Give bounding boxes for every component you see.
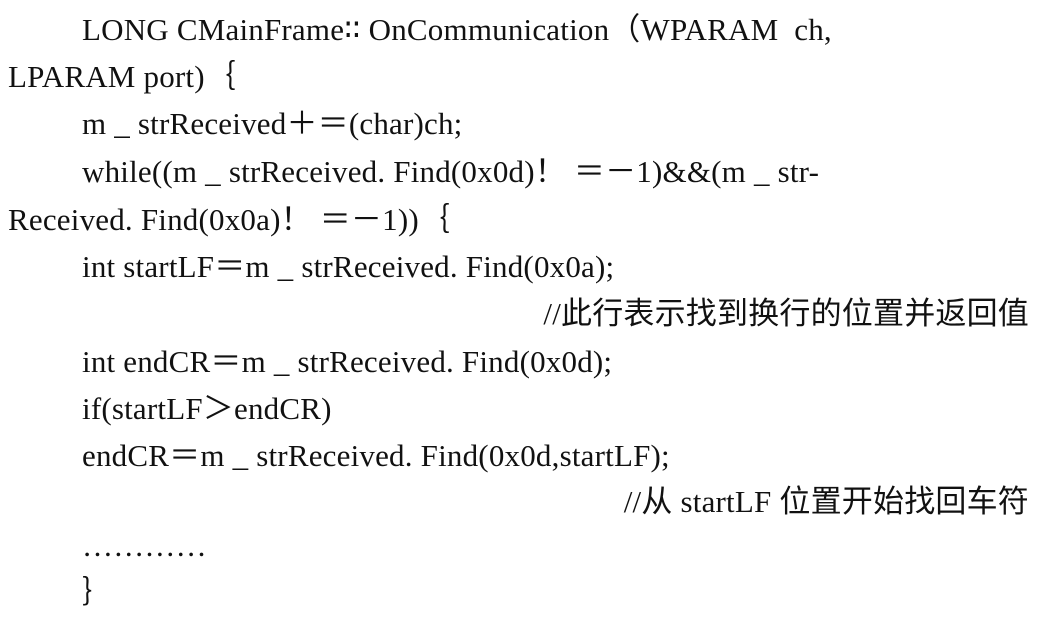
code-line-7: int endCR＝m _ strReceived. Find(0x0d); [82, 344, 613, 379]
code-line-4: while((m _ strReceived. Find(0x0d)！ ＝－1)… [82, 154, 820, 189]
code-line-5: Received. Find(0x0a)！ ＝－1))｛ [8, 202, 451, 237]
code-comment-1: //此行表示找到换行的位置并返回值 [543, 296, 1029, 331]
code-line-3: m _ strReceived＋＝(char)ch; [82, 106, 463, 141]
code-line-9: endCR＝m _ strReceived. Find(0x0d,startLF… [82, 438, 670, 473]
code-line-1: LONG CMainFrame∶∶ OnCommunication（WPARAM… [82, 12, 832, 47]
code-line-6: int startLF＝m _ strReceived. Find(0x0a); [82, 249, 615, 284]
code-line-8: if(startLF＞endCR) [82, 391, 332, 426]
code-ellipsis: ………… [82, 528, 207, 563]
code-line-2: LPARAM port)｛ [8, 59, 236, 94]
code-closing-brace: ｝ [82, 575, 114, 610]
code-comment-2: //从 startLF 位置开始找回车符 [623, 484, 1029, 519]
